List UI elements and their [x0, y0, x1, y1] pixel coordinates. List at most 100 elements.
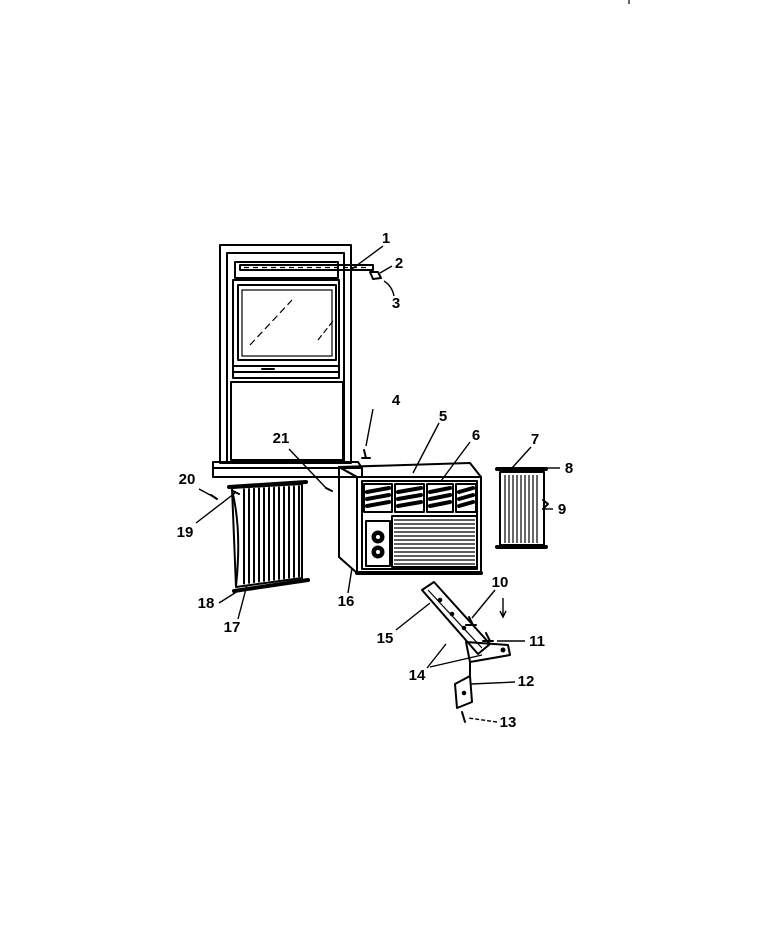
bracket-foot	[454, 675, 473, 709]
leader-line-3	[383, 280, 395, 297]
callout-label-15: 15	[377, 630, 394, 647]
top-mounting-rail	[239, 264, 374, 271]
window-sill	[212, 461, 363, 478]
leader-line-16	[347, 567, 353, 594]
leader-line-17	[237, 584, 248, 620]
callout-label-4: 4	[392, 392, 401, 409]
callout-label-7: 7	[531, 431, 539, 448]
screw-icon	[361, 449, 371, 459]
louver-vane	[428, 500, 452, 508]
louver-vane	[396, 493, 423, 501]
louver-vane	[428, 486, 452, 494]
louver-column	[363, 483, 393, 513]
leader-line-2	[379, 265, 393, 274]
leader-line-18	[218, 590, 239, 604]
louver-vane	[396, 486, 423, 494]
air-conditioner-unit	[338, 462, 483, 575]
callout-labels: 1 2 3 4 5 6 7 8 9 10 11 12 13 14 15 16 1…	[177, 230, 574, 731]
bracket-arm-edge	[427, 589, 483, 649]
louver-vane	[457, 493, 475, 501]
leader-line-19	[195, 492, 236, 524]
left-panel-side-edge	[231, 489, 240, 587]
leader-lines	[195, 245, 560, 723]
screw-icon	[232, 490, 240, 495]
support-bracket	[421, 581, 511, 723]
leader-line-1	[351, 245, 384, 270]
leader-line-12	[470, 681, 516, 685]
leader-line-14	[429, 654, 483, 668]
callout-label-14: 14	[409, 667, 426, 684]
leader-line-13	[467, 717, 498, 723]
callout-label-10: 10	[492, 574, 509, 591]
louver-vane	[457, 486, 475, 494]
callout-label-9: 9	[558, 501, 566, 518]
leader-line-5	[412, 422, 440, 474]
bracket-hole	[500, 647, 506, 653]
lower-sash	[230, 381, 344, 461]
control-knob-center	[376, 535, 380, 539]
callout-label-18: 18	[198, 595, 215, 612]
callout-label-21: 21	[273, 430, 290, 447]
bracket-hole	[449, 611, 455, 617]
leader-line-7	[511, 446, 532, 469]
left-panel-frame	[231, 483, 303, 588]
callout-label-11: 11	[529, 633, 545, 650]
rail-clip	[369, 271, 382, 280]
left-panel-top-rail	[227, 480, 308, 489]
callout-label-6: 6	[472, 427, 480, 444]
louver-vane	[457, 500, 475, 508]
callout-label-5: 5	[439, 408, 447, 425]
upper-sash-glass	[237, 284, 337, 361]
callout-label-12: 12	[518, 673, 535, 690]
hardware	[210, 449, 371, 500]
screw-icon	[465, 616, 477, 626]
intake-grille	[391, 515, 478, 568]
louver-column	[426, 483, 454, 513]
louver-vane	[428, 493, 452, 501]
bracket-hole	[461, 690, 467, 696]
louver-vane	[365, 493, 391, 501]
callout-label-20: 20	[179, 471, 196, 488]
louver-vane	[396, 500, 423, 508]
air-louvers	[363, 483, 477, 513]
right-side-panel	[495, 467, 549, 549]
louver-column	[455, 483, 477, 513]
bracket-hole	[437, 597, 443, 603]
screw-icon	[461, 711, 466, 723]
upper-sash-glass-inner	[241, 289, 333, 357]
louver-vane	[365, 486, 391, 494]
right-panel-clip	[542, 499, 549, 510]
glass-reflection	[249, 299, 293, 346]
leader-line-10	[471, 589, 496, 619]
callout-label-2: 2	[395, 255, 403, 272]
callout-label-16: 16	[338, 593, 355, 610]
leader-line-4	[365, 408, 374, 447]
bracket-cross-plate	[465, 641, 511, 663]
upper-sash	[232, 279, 340, 379]
cabinet-side-face	[338, 466, 358, 574]
louver-vane	[365, 500, 391, 508]
window	[212, 244, 382, 478]
leader-line-6	[440, 441, 471, 482]
callout-label-3: 3	[392, 295, 400, 312]
leader-line-14	[426, 643, 447, 669]
bracket-hole	[461, 625, 467, 631]
louver-column	[394, 483, 425, 513]
left-side-panel	[227, 480, 310, 593]
callout-label-19: 19	[177, 524, 194, 541]
glass-reflection	[317, 320, 334, 341]
right-panel-pleats	[504, 475, 538, 543]
callout-label-13: 13	[500, 714, 517, 731]
control-knob-center	[376, 550, 380, 554]
leader-line-21	[288, 448, 328, 490]
callout-label-8: 8	[565, 460, 573, 477]
callout-label-1: 1	[382, 230, 390, 247]
left-panel-pleats	[243, 485, 300, 585]
leader-line-10-arrow	[499, 598, 507, 619]
leader-line-20	[198, 488, 213, 497]
leader-line-15	[395, 602, 431, 631]
control-panel	[365, 520, 391, 567]
callout-label-17: 17	[224, 619, 241, 636]
intake-grille-lines	[394, 519, 475, 565]
